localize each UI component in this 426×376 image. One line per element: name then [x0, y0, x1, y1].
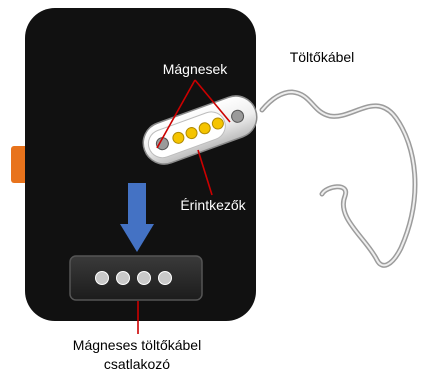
- contact-pin: [211, 117, 224, 130]
- connector-pin: [116, 271, 130, 285]
- watch-body-icon: [25, 8, 256, 321]
- plug-pins: [155, 109, 245, 151]
- down-arrow-icon: [120, 183, 154, 252]
- contacts-label: Érintkezők: [180, 197, 246, 213]
- cable-label: Töltőkábel: [290, 49, 355, 65]
- magnet-pin: [231, 109, 245, 123]
- connector-label-line2: csatlakozó: [104, 356, 170, 372]
- connector-label-line1: Mágneses töltőkábel: [73, 337, 201, 353]
- connector-pin: [95, 271, 109, 285]
- contact-pin: [198, 122, 211, 135]
- callout-lines: [137, 79, 231, 334]
- magnetic-plug-icon: [142, 95, 258, 165]
- magnet-pin: [155, 137, 169, 151]
- magnets-label: Mágnesek: [163, 61, 229, 77]
- connector-pin: [137, 271, 151, 285]
- contact-pin: [185, 127, 198, 140]
- contact-pin: [172, 131, 185, 144]
- charging-cable: [259, 89, 418, 268]
- magnetic-connector: [69, 255, 203, 301]
- side-button-icon: [11, 146, 29, 183]
- connector-pin: [158, 271, 172, 285]
- connector-pins: [95, 271, 172, 285]
